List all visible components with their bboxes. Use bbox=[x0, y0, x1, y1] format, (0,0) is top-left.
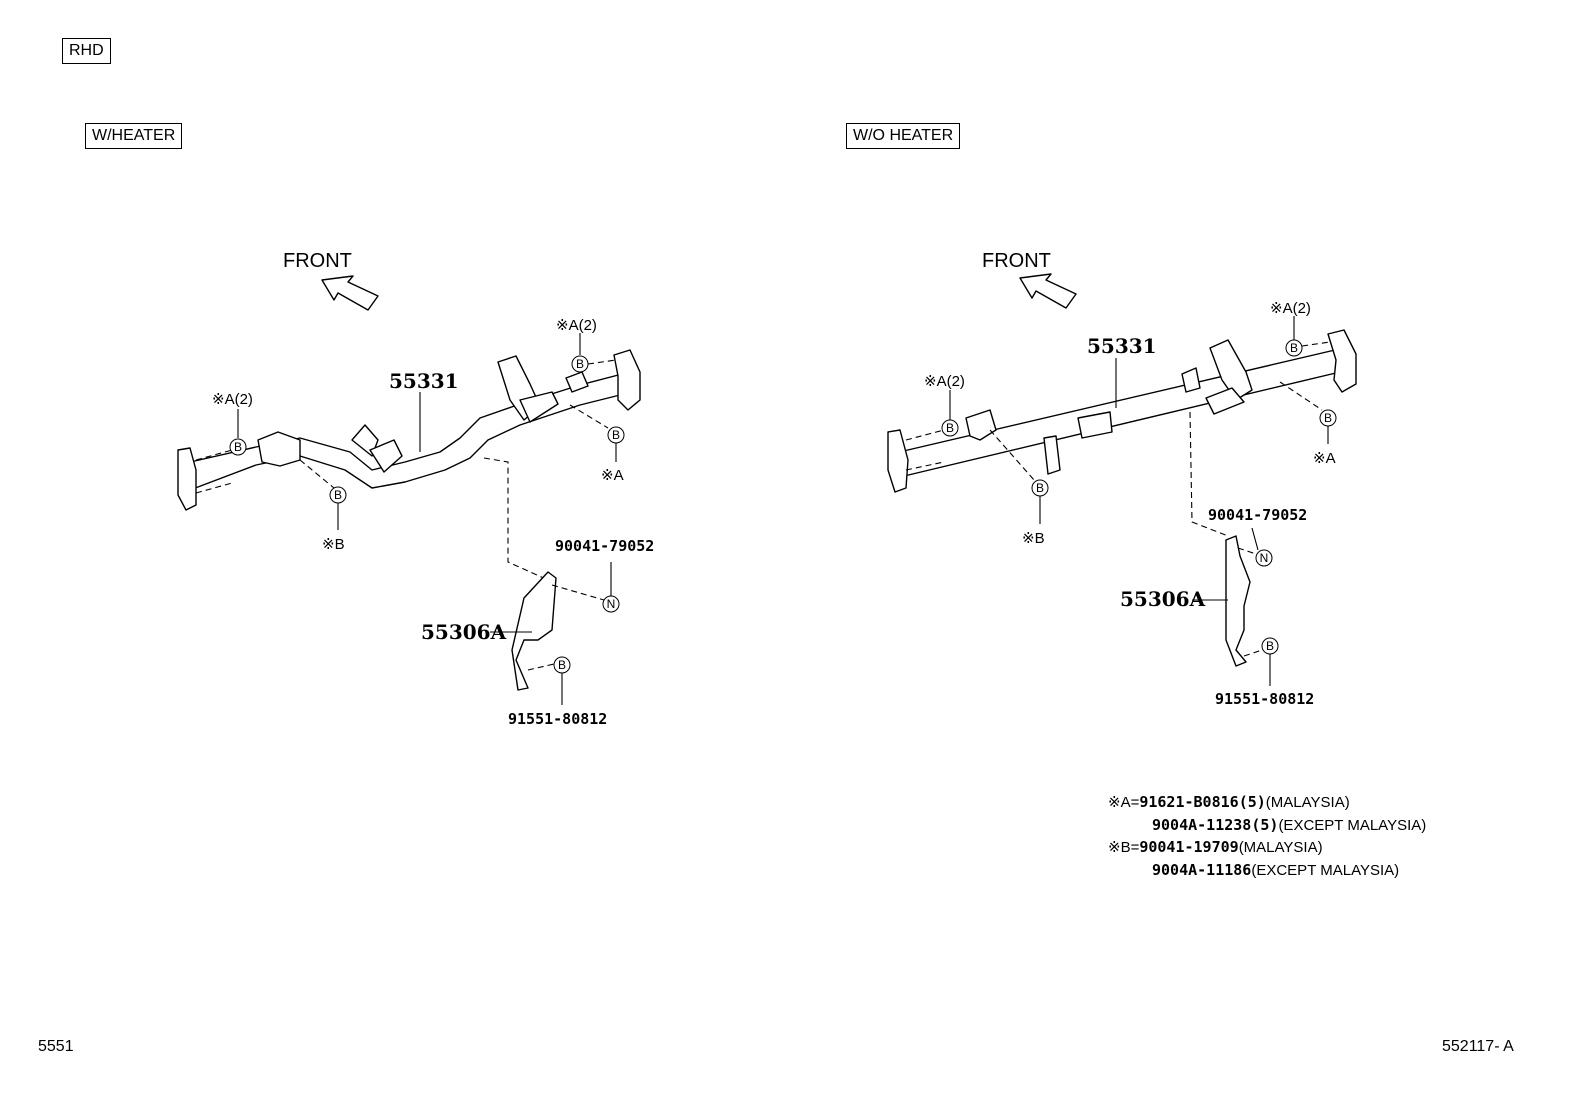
left-marker-b-2-text: B bbox=[576, 357, 584, 371]
w-heater-label: W/HEATER bbox=[85, 123, 183, 149]
right-marker-b-1 bbox=[941, 419, 959, 437]
left-part-55331: 55331 bbox=[389, 369, 459, 393]
right-part-91551-80812: 91551-80812 bbox=[1215, 690, 1314, 708]
right-marker-b-2-text: B bbox=[1290, 341, 1298, 355]
right-callout-a2-left: ※A(2) bbox=[924, 373, 965, 390]
right-marker-b-1-text: B bbox=[946, 421, 954, 435]
reinforcement-beam-right bbox=[887, 329, 1357, 493]
front-label-left: FRONT bbox=[283, 250, 352, 272]
legend-note: (EXCEPT MALAYSIA) bbox=[1278, 817, 1427, 834]
right-marker-n bbox=[1255, 549, 1273, 567]
legend-note: (MALAYSIA) bbox=[1238, 839, 1323, 856]
right-callout-a: ※A bbox=[1313, 450, 1336, 467]
legend-row: ※B=90041-19709(MALAYSIA) bbox=[1108, 838, 1323, 856]
legend-row: 9004A-11238(5)(EXCEPT MALAYSIA) bbox=[1152, 816, 1426, 834]
wo-heater-label: W/O HEATER bbox=[846, 123, 961, 149]
front-label-right: FRONT bbox=[982, 250, 1051, 272]
right-marker-b-4-text: B bbox=[1036, 481, 1044, 495]
left-marker-b-3-text: B bbox=[612, 428, 620, 442]
left-diagram: FRONT ※A(2) B ※A(2) B bbox=[177, 250, 654, 728]
right-marker-b-2 bbox=[1285, 339, 1303, 357]
right-diagram: FRONT ※A(2) B ※A(2) B B ※A B bbox=[887, 250, 1357, 708]
legend-prefix: ※B= bbox=[1108, 839, 1140, 856]
right-callout-b: ※B bbox=[1022, 530, 1045, 547]
footer-left-code: 5551 bbox=[38, 1038, 74, 1055]
legend-note: (MALAYSIA) bbox=[1265, 794, 1350, 811]
right-callout-a2-right: ※A(2) bbox=[1270, 300, 1311, 317]
left-marker-b-1 bbox=[229, 438, 247, 456]
left-callout-b: ※B bbox=[322, 536, 345, 553]
legend-row: 9004A-11186(EXCEPT MALAYSIA) bbox=[1152, 861, 1399, 879]
legend-prefix: ※A= bbox=[1108, 794, 1140, 811]
legend-code: 90041-19709 bbox=[1139, 838, 1239, 856]
right-marker-b-3-text: B bbox=[1324, 411, 1332, 425]
legend-qty: (5) bbox=[1238, 793, 1266, 811]
rhd-label: RHD bbox=[62, 38, 111, 64]
legend-code: 91621-B0816 bbox=[1139, 793, 1239, 811]
legend-qty: (5) bbox=[1251, 816, 1279, 834]
reinforcement-beam-left bbox=[177, 349, 641, 511]
left-callout-a: ※A bbox=[601, 467, 624, 484]
footer-right-code: 552117- A bbox=[1442, 1038, 1514, 1055]
left-part-90041-79052: 90041-79052 bbox=[555, 537, 654, 555]
front-arrow-left-icon bbox=[321, 275, 379, 311]
left-callout-a2-left: ※A(2) bbox=[212, 391, 253, 408]
right-part-55331: 55331 bbox=[1087, 334, 1157, 358]
left-marker-n-text: N bbox=[607, 597, 616, 611]
legend-code: 9004A-11186 bbox=[1152, 861, 1252, 879]
left-marker-b-1-text: B bbox=[234, 440, 242, 454]
right-part-90041-79052: 90041-79052 bbox=[1208, 506, 1307, 524]
left-marker-b-4-text: B bbox=[334, 488, 342, 502]
right-part-55306a: 55306A bbox=[1120, 587, 1206, 611]
legend-note: (EXCEPT MALAYSIA) bbox=[1251, 862, 1400, 879]
front-arrow-right-icon bbox=[1019, 273, 1077, 309]
right-marker-n-text: N bbox=[1260, 551, 1269, 565]
left-marker-b-5-text: B bbox=[558, 658, 566, 672]
left-callout-a2-right: ※A(2) bbox=[556, 317, 597, 334]
legend-row: ※A=91621-B0816(5)(MALAYSIA) bbox=[1108, 793, 1350, 811]
legend-code: 9004A-11238 bbox=[1152, 816, 1252, 834]
left-part-91551-80812: 91551-80812 bbox=[508, 710, 607, 728]
right-marker-b-5-text: B bbox=[1266, 639, 1274, 653]
